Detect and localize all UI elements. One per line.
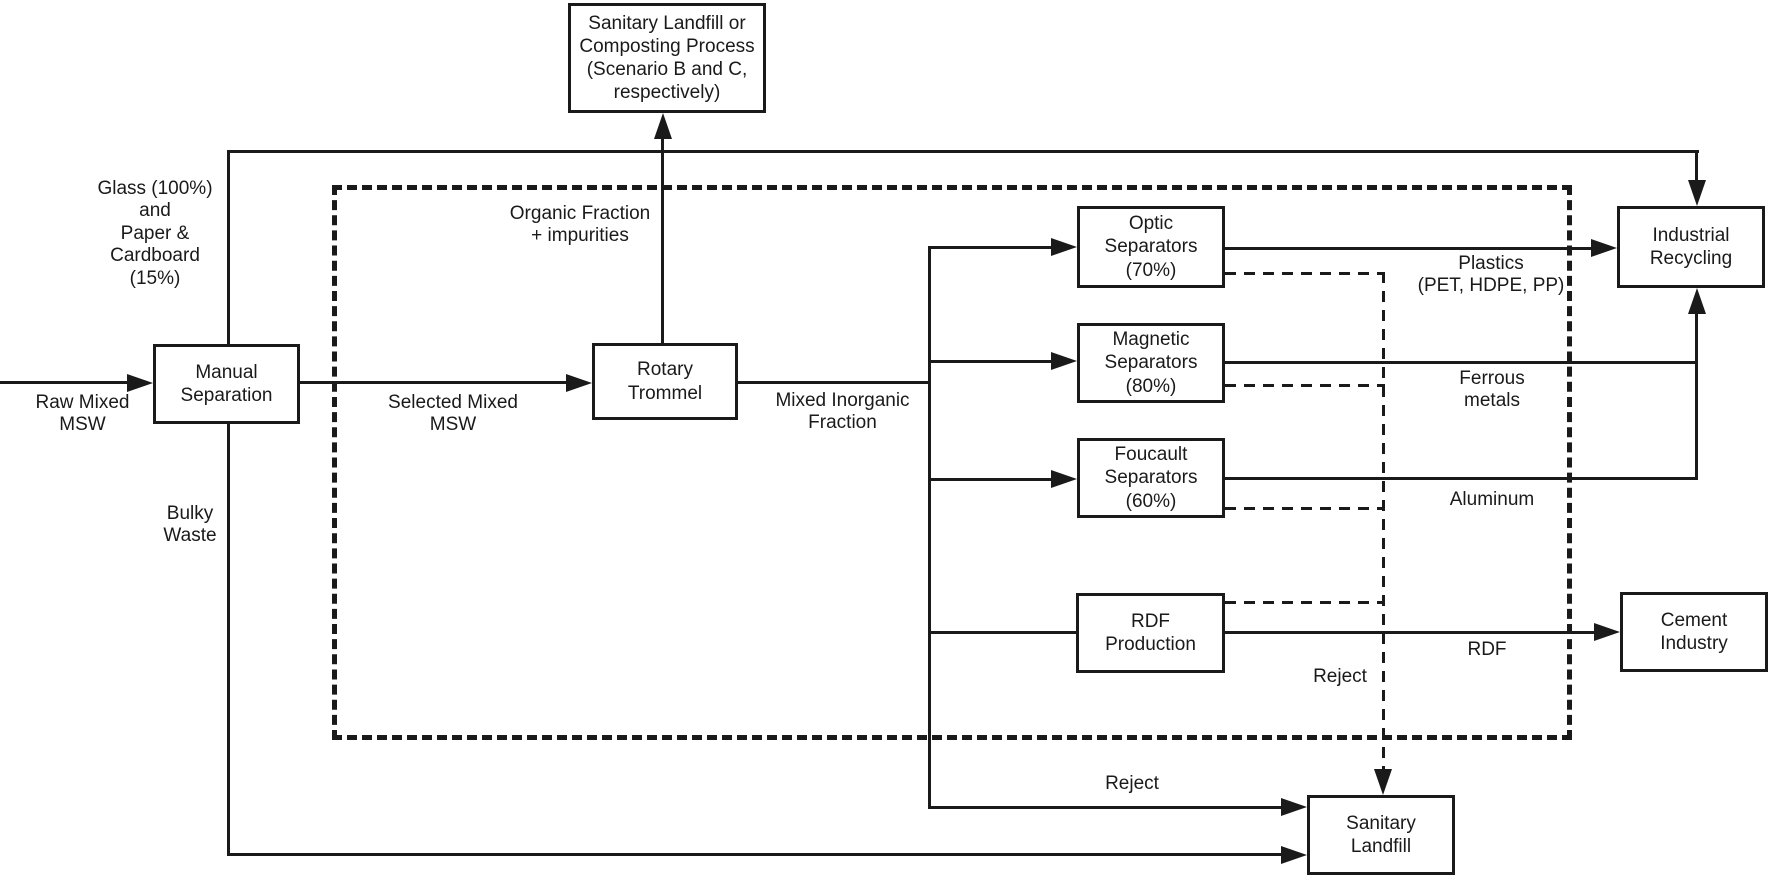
arrow-dashed-reject-into-sanitary-landfill: [1374, 769, 1392, 795]
line-organic-fraction-up: [661, 132, 664, 344]
node-manual-separation: Manual Separation: [153, 344, 300, 424]
line-mixed-inorganic: [736, 381, 931, 384]
node-optic-separators: Optic Separators (70%): [1077, 206, 1225, 288]
arrow-into-top-facility: [654, 113, 672, 139]
label-raw-mixed-msw: Raw Mixed MSW: [35, 392, 130, 436]
dashed-reject-foucault: [1225, 507, 1385, 510]
node-rdf-production: RDF Production: [1076, 593, 1225, 673]
arrow-into-magnetic-separators: [1051, 352, 1077, 370]
line-bulky-waste-down: [227, 424, 230, 856]
line-branch-rdf: [928, 631, 1076, 634]
arrow-rdf-into-cement-industry: [1594, 623, 1620, 641]
arrow-metals-into-industrial-recycling: [1688, 288, 1706, 314]
line-top-to-industrial-recycling: [227, 150, 1699, 153]
line-bulky-waste-to-landfill: [227, 853, 1283, 856]
line-branch-optic: [928, 246, 1054, 249]
sorting-plant-dashed-boundary: [332, 185, 1572, 740]
line-rdf-output: [1225, 631, 1596, 634]
dashed-reject-optic: [1225, 272, 1385, 275]
dashed-reject-vertical: [1382, 272, 1385, 769]
node-sanitary-landfill: Sanitary Landfill: [1307, 795, 1455, 875]
label-aluminum: Aluminum: [1449, 489, 1535, 510]
label-selected-mixed-msw: Selected Mixed MSW: [388, 392, 518, 436]
arrow-into-optic-separators: [1051, 238, 1077, 256]
line-branch-foucault: [928, 478, 1054, 481]
label-plastics: Plastics (PET, HDPE, PP): [1417, 253, 1565, 297]
line-selected-msw: [298, 381, 570, 384]
node-foucault-separators: Foucault Separators (60%): [1077, 438, 1225, 518]
node-cement-industry: Cement Industry: [1620, 592, 1768, 672]
node-industrial-recycling: Industrial Recycling: [1617, 206, 1765, 288]
dashed-reject-magnetic: [1225, 384, 1385, 387]
arrow-reject-into-sanitary-landfill: [1281, 798, 1307, 816]
arrow-into-rotary-trommel: [566, 374, 592, 392]
node-top-facility: Sanitary Landfill or Composting Process …: [568, 3, 766, 113]
label-ferrous-metals: Ferrous metals: [1459, 368, 1525, 412]
arrow-top-into-industrial-recycling: [1688, 180, 1706, 206]
label-bulky-waste: Bulky Waste: [163, 503, 217, 547]
line-reject-to-landfill: [928, 806, 1283, 809]
arrow-plastics-into-industrial-recycling: [1591, 239, 1617, 257]
arrow-bulky-into-sanitary-landfill: [1281, 846, 1307, 864]
dashed-reject-rdf: [1225, 601, 1385, 604]
line-down-into-industrial-recycling: [1695, 150, 1698, 186]
line-distribution-vertical: [928, 246, 931, 808]
label-reject-separators: Reject: [1313, 666, 1367, 687]
line-manual-separation-up: [227, 150, 230, 346]
label-glass-paper-cardboard: Glass (100%) and Paper & Cardboard (15%): [97, 178, 213, 289]
line-branch-magnetic: [928, 360, 1054, 363]
arrow-into-manual-separation: [127, 374, 153, 392]
node-rotary-trommel: Rotary Trommel: [592, 343, 738, 420]
arrow-into-foucault-separators: [1051, 470, 1077, 488]
label-mixed-inorganic-fraction: Mixed Inorganic Fraction: [775, 390, 910, 434]
line-aluminum-output: [1225, 477, 1698, 480]
line-raw-msw: [0, 381, 132, 384]
line-ferrous-output: [1225, 361, 1698, 364]
label-rdf: RDF: [1467, 639, 1507, 660]
line-metals-up-into-industrial-recycling: [1695, 310, 1698, 480]
node-magnetic-separators: Magnetic Separators (80%): [1077, 323, 1225, 403]
line-plastics-output: [1225, 247, 1593, 250]
label-reject-trommel: Reject: [1105, 773, 1159, 794]
label-organic-fraction: Organic Fraction + impurities: [509, 203, 651, 247]
